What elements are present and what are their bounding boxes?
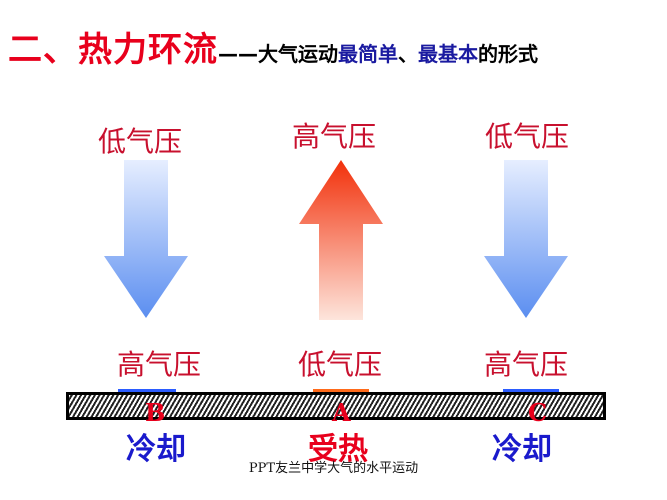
point-label-b: B [145, 398, 166, 427]
down-arrow-left [104, 160, 188, 318]
footer-caption: PPT友兰中学大气的水平运动 [248, 461, 419, 476]
top-pressure-label-left: 低气压 [98, 125, 183, 158]
bottom-pressure-label-right: 高气压 [484, 348, 569, 381]
condition-label-left: 冷却 [126, 432, 186, 467]
condition-label-right: 冷却 [492, 432, 552, 467]
bottom-pressure-label-middle: 低气压 [298, 348, 383, 381]
title-main: 二、热力环流 [8, 30, 218, 70]
point-label-c: C [528, 398, 548, 427]
surface-marker-a [313, 389, 369, 392]
subtitle-part-1: 大气运动 [258, 42, 338, 66]
condition-label-middle: 受热 [308, 432, 368, 467]
slide-title: 二、热力环流——大气运动最简单、最基本的形式 [8, 22, 538, 71]
bottom-pressure-label-left: 高气压 [117, 348, 202, 381]
subtitle-part-3: 的形式 [478, 42, 538, 66]
title-subtitle: 大气运动最简单、最基本的形式 [258, 42, 538, 66]
top-pressure-label-right: 低气压 [485, 120, 570, 153]
subtitle-highlight-2: 最基本 [418, 42, 478, 66]
down-arrow-right [484, 160, 568, 318]
up-arrow-middle [299, 160, 383, 320]
title-dash: —— [218, 42, 258, 66]
subtitle-part-2: 、 [398, 42, 418, 66]
ground-surface [66, 392, 606, 420]
surface-marker-b [118, 389, 176, 392]
point-label-a: A [332, 398, 351, 427]
surface-marker-c [503, 389, 559, 392]
top-pressure-label-middle: 高气压 [292, 120, 377, 153]
subtitle-highlight-1: 最简单 [338, 42, 398, 66]
